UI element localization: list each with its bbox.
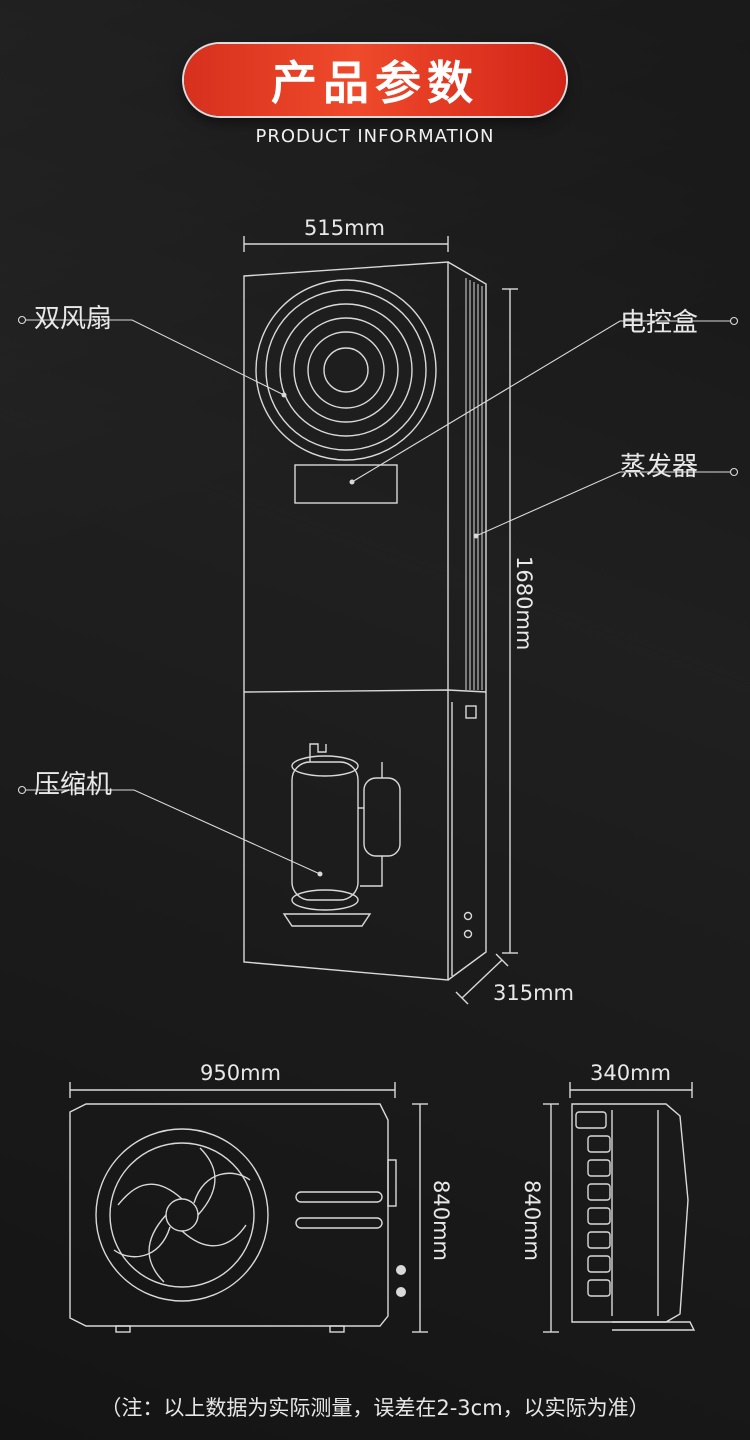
indoor-fan-icon — [255, 279, 437, 461]
indoor-panel-split — [243, 689, 487, 693]
vent-slot — [295, 1217, 383, 1229]
page-title: 产品参数 — [271, 56, 479, 110]
indoor-width-label: 515mm — [304, 216, 385, 240]
outdoor-front-height-label: 840mm — [429, 1180, 453, 1261]
dimension-line-depth — [461, 959, 503, 999]
title-badge: 产品参数 — [184, 44, 566, 116]
indoor-depth-label: 315mm — [493, 981, 574, 1005]
dimension-tick — [455, 991, 469, 1005]
side-valve-icon — [463, 911, 473, 921]
callout-compressor: 压缩机 — [34, 770, 113, 800]
indoor-unit-drawing — [17, 236, 739, 1005]
callout-dots — [281, 392, 479, 877]
outdoor-side-drawing — [543, 1082, 696, 1333]
outdoor-front-panel — [69, 1103, 389, 1327]
dimension-tick — [495, 953, 509, 967]
side-valve-icon — [463, 929, 473, 939]
outdoor-side-width-label: 340mm — [590, 1061, 671, 1085]
outdoor-side-height-label: 840mm — [520, 1180, 544, 1261]
callout-control-box: 电控盒 — [620, 308, 699, 338]
outdoor-front-width-label: 950mm — [200, 1061, 281, 1085]
compressor-icon — [282, 743, 401, 927]
indoor-front-panel — [243, 261, 449, 981]
page-subtitle: PRODUCT INFORMATION — [255, 126, 495, 147]
outdoor-valves — [396, 1265, 406, 1297]
side-port-icon — [465, 705, 477, 719]
callout-leaders — [17, 315, 739, 875]
callout-fan: 双风扇 — [34, 304, 113, 334]
measurement-note: （注：以上数据为实际测量，误差在2-3cm，以实际为准） — [100, 1396, 650, 1420]
vent-slot — [295, 1191, 383, 1203]
indoor-side-panel — [447, 261, 487, 981]
outdoor-fan-icon — [95, 1128, 269, 1302]
control-box-icon — [294, 464, 398, 504]
outdoor-side-panel — [571, 1103, 689, 1323]
indoor-height-label: 1680mm — [512, 556, 536, 651]
outdoor-side-handle — [387, 1159, 397, 1207]
callout-evaporator: 蒸发器 — [620, 452, 699, 482]
outdoor-front-drawing — [69, 1082, 428, 1333]
evaporator-fins — [465, 278, 483, 690]
